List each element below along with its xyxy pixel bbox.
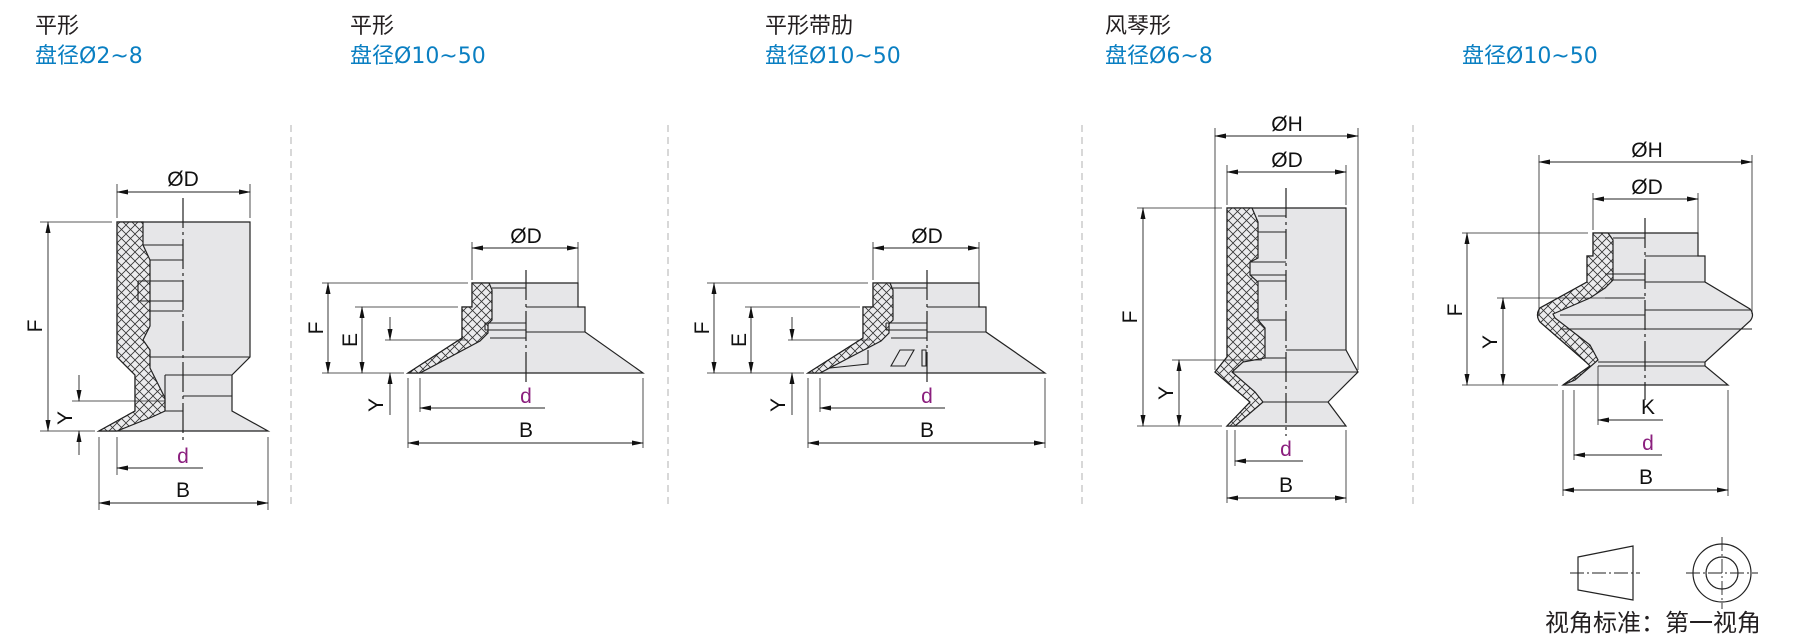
first-angle-projection-icon	[1570, 537, 1758, 609]
col5-label-K: K	[1641, 396, 1655, 419]
col2-label-d: d	[520, 385, 532, 408]
col4-title: 风琴形	[1105, 14, 1172, 39]
col3-rib	[890, 349, 915, 367]
col3-label-D: ØD	[911, 225, 943, 248]
col3-rib	[829, 350, 869, 369]
col1-label-B: B	[176, 479, 190, 502]
col2-label-Y: Y	[365, 398, 388, 412]
col5-label-D: ØD	[1631, 176, 1663, 199]
col3-hatch	[805, 282, 894, 374]
col4-label-H: ØH	[1271, 113, 1303, 136]
col3-label-F: F	[691, 322, 714, 335]
col2-title: 平形	[350, 14, 395, 39]
col1-label-d: d	[177, 445, 189, 468]
col1-label-D: ØD	[167, 168, 199, 191]
col5-label-Y: Y	[1479, 335, 1502, 349]
col3-label-B: B	[920, 419, 934, 442]
col3-title: 平形带肋	[765, 14, 854, 39]
col3-drawing	[707, 242, 1047, 448]
col2-subtitle: 盘径Ø10~50	[350, 44, 486, 69]
col4-label-D: ØD	[1271, 149, 1303, 172]
col5-label-H: ØH	[1631, 139, 1663, 162]
col2-label-E: E	[339, 333, 362, 347]
col5-subtitle: 盘径Ø10~50	[1462, 44, 1598, 69]
col4-label-d: d	[1280, 438, 1292, 461]
col4-label-F: F	[1119, 311, 1142, 324]
col5-label-B: B	[1639, 466, 1653, 489]
col4-label-B: B	[1279, 474, 1293, 497]
col2-label-D: ØD	[510, 225, 542, 248]
col1-title: 平形	[35, 14, 80, 39]
col2-drawing	[322, 242, 645, 448]
col2-label-B: B	[519, 419, 533, 442]
col2-label-F: F	[305, 322, 328, 335]
col3-subtitle: 盘径Ø10~50	[765, 44, 901, 69]
col4-subtitle: 盘径Ø6~8	[1105, 44, 1213, 69]
col4-label-Y: Y	[1155, 386, 1178, 400]
col2-hatch	[405, 282, 493, 374]
col3-label-Y: Y	[767, 398, 790, 412]
projection-trapezoid	[1577, 545, 1634, 601]
col3-rib	[921, 349, 927, 367]
col4-drawing	[1137, 128, 1359, 503]
col3-label-d: d	[921, 385, 933, 408]
col1-label-Y: Y	[54, 411, 77, 425]
col1-drawing	[40, 184, 271, 510]
col5-label-d: d	[1642, 432, 1654, 455]
col5-drawing	[1462, 155, 1754, 496]
col1-label-F: F	[24, 320, 47, 333]
projection-standard-label: 视角标准：第一视角	[1545, 609, 1761, 637]
col5-label-F: F	[1444, 304, 1467, 317]
col5-hatch	[1536, 232, 1614, 386]
column-dividers	[290, 125, 1414, 508]
col1-subtitle: 盘径Ø2~8	[35, 44, 143, 69]
col3-label-E: E	[728, 333, 751, 347]
